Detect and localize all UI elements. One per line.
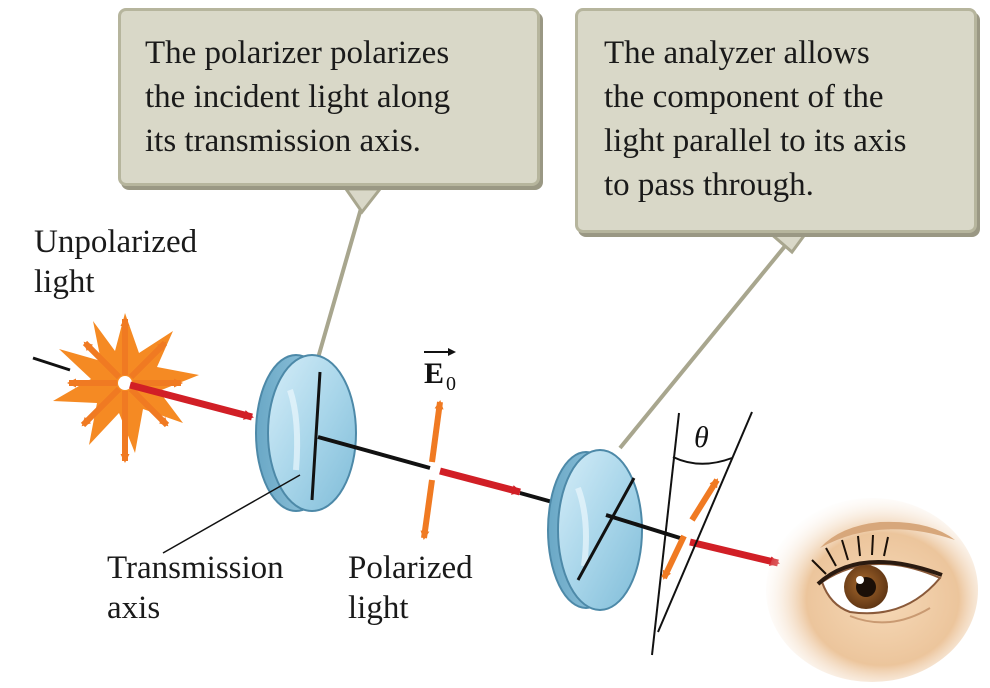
transmission-axis-pointer <box>162 474 301 554</box>
field-vector-arrows <box>420 400 444 540</box>
starburst-icon <box>53 313 199 463</box>
analyzer-axis-line <box>657 411 753 633</box>
analyzer-disc <box>547 449 643 611</box>
transmission-label-line-2: axis <box>107 590 161 626</box>
transmitted-field-arrows <box>661 478 720 580</box>
field-subscript: 0 <box>446 373 456 395</box>
polarized-light-label: Polarized light <box>348 548 473 628</box>
unpolarized-beam-arrow <box>129 381 254 421</box>
analyzer-leader-tip <box>765 231 809 255</box>
analyzer-transmission-axis <box>576 477 636 581</box>
polarizer-disc <box>255 354 357 512</box>
analyzer-callout: The analyzer allows the component of the… <box>575 8 977 233</box>
polarizer-callout-line-3: its transmission axis. <box>145 123 421 159</box>
polarizer-callout-line-2: the incident light along <box>145 79 451 115</box>
unpolarized-light-label: Unpolarized light <box>34 222 197 302</box>
analyzer-callout-line-2: the component of the <box>604 79 884 115</box>
polarizer-callout-line-1: The polarizer polarizes <box>145 35 450 71</box>
unpolarized-label-line-2: light <box>34 264 95 300</box>
transmission-axis-label: Transmission axis <box>107 548 284 628</box>
unpolarized-label-line-1: Unpolarized <box>34 224 198 260</box>
transmission-label-line-1: Transmission <box>107 550 284 586</box>
field-symbol: E <box>424 357 444 390</box>
polarized-label-line-2: light <box>348 590 409 626</box>
incident-ray-segment <box>32 356 71 372</box>
vertical-reference-line <box>651 412 680 656</box>
analyzer-callout-line-3: light parallel to its axis <box>604 123 907 159</box>
analyzer-leader-line <box>618 238 792 450</box>
angle-symbol: θ <box>694 421 709 454</box>
analyzer-callout-line-4: to pass through. <box>604 167 814 203</box>
polarized-beam-arrow <box>439 467 522 496</box>
polarizer-transmission-axis <box>310 371 322 501</box>
transmitted-beam-arrow <box>689 538 780 567</box>
analyzer-exit-ray <box>605 513 681 540</box>
field-vector-label: E 0 <box>424 348 456 395</box>
transmitted-ray-segment <box>317 435 431 470</box>
eye-icon <box>766 498 978 682</box>
polarizer-callout: The polarizer polarizes the incident lig… <box>118 8 540 186</box>
polarized-label-line-1: Polarized <box>348 550 473 586</box>
angle-arc <box>672 456 733 465</box>
analyzer-callout-line-1: The analyzer allows <box>604 35 870 71</box>
polarizer-leader-tip <box>343 187 384 215</box>
